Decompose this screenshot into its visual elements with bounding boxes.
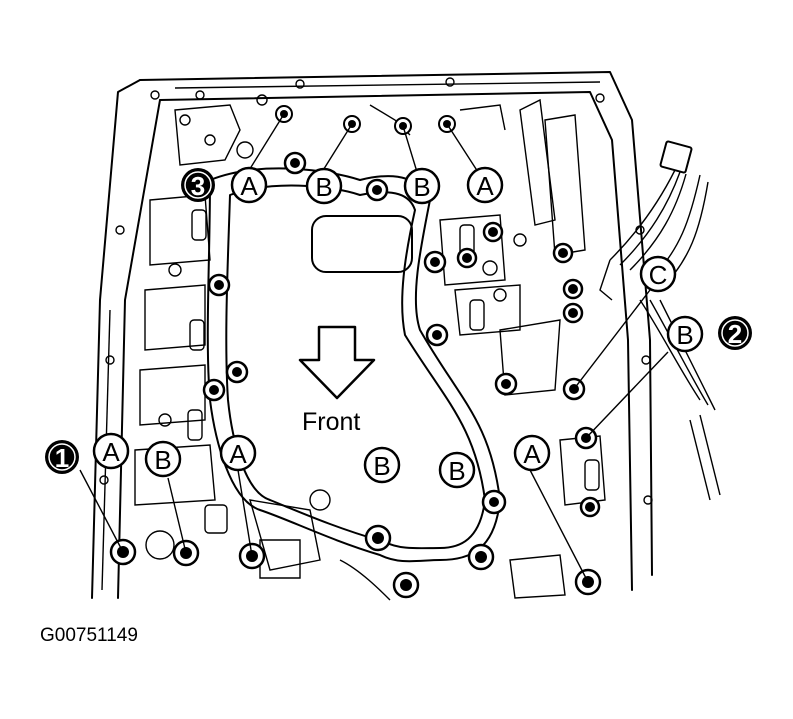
front-label: Front <box>302 408 360 436</box>
leader-lines <box>79 113 669 583</box>
front-arrow: Front <box>298 325 376 436</box>
valve-body-right-detail <box>204 98 606 599</box>
svg-text:B: B <box>448 456 465 486</box>
valve-body-left-detail <box>134 94 391 601</box>
bolt <box>283 151 307 175</box>
callout-3-text: 3 <box>191 171 205 201</box>
callout-1: 1 <box>45 440 79 474</box>
wiring-harness <box>599 140 721 501</box>
bolt <box>423 250 447 274</box>
svg-text:A: A <box>523 439 541 469</box>
bolt <box>552 242 574 264</box>
bolt <box>425 323 449 347</box>
callout-2-text: 2 <box>728 319 742 349</box>
callout-a-top-right: A <box>466 166 504 204</box>
callout-a-top-left: A <box>230 166 268 204</box>
bolt <box>392 571 420 599</box>
svg-text:A: A <box>240 171 258 201</box>
bolt <box>579 496 601 518</box>
callout-2: 2 <box>718 316 752 350</box>
bolt <box>467 543 495 571</box>
callout-a-bottom-3: A <box>513 434 551 472</box>
svg-text:A: A <box>102 437 120 467</box>
callout-b-bottom-3: B <box>438 451 476 489</box>
figure-code: G00751149 <box>40 625 138 646</box>
callout-b-bottom-1: B <box>144 440 182 478</box>
callout-1-text: 1 <box>55 443 69 473</box>
bolt <box>481 489 507 515</box>
svg-text:B: B <box>373 451 390 481</box>
callout-b-top-left: B <box>305 167 343 205</box>
callout-a-bottom-2: A <box>219 434 257 472</box>
svg-text:B: B <box>413 172 430 202</box>
svg-text:B: B <box>315 172 332 202</box>
bolt <box>364 524 392 552</box>
bolt <box>456 247 478 269</box>
bolt <box>207 273 231 297</box>
callout-3: 3 <box>181 168 215 202</box>
callout-b-top-right: B <box>403 167 441 205</box>
bolt <box>562 278 584 300</box>
bolt <box>225 360 249 384</box>
bolt <box>482 221 504 243</box>
callout-b-right: B <box>666 315 704 353</box>
bolt <box>365 178 389 202</box>
svg-text:B: B <box>676 320 693 350</box>
bolt <box>562 302 584 324</box>
svg-text:A: A <box>476 171 494 201</box>
callout-a-bottom-1: A <box>92 432 130 470</box>
bolt <box>202 378 226 402</box>
callout-c: C <box>639 255 677 293</box>
svg-text:C: C <box>649 260 668 290</box>
callout-b-bottom-2: B <box>363 446 401 484</box>
bolt <box>394 117 412 135</box>
svg-text:A: A <box>229 439 247 469</box>
svg-text:B: B <box>154 445 171 475</box>
case-outline <box>91 71 653 599</box>
upper-window <box>311 215 413 273</box>
bolt <box>494 372 518 396</box>
